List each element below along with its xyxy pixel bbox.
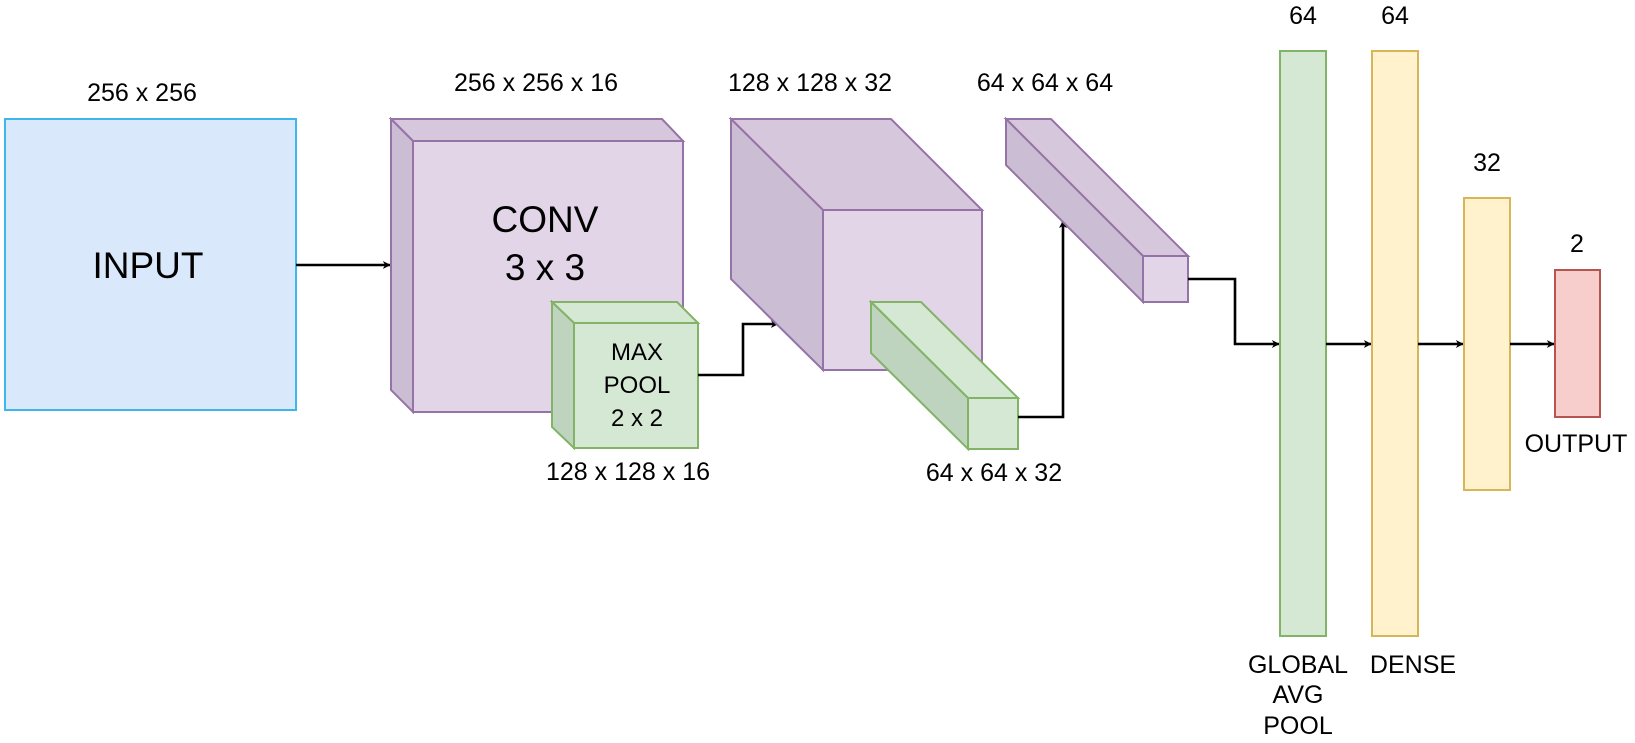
dense1-block: 64 DENSE: [1370, 2, 1456, 679]
conv1-label-line2: 3 x 3: [505, 247, 585, 288]
conv1-side-face: [390, 116, 414, 415]
input-block: INPUT 256 x 256: [5, 79, 296, 410]
dense1-rect: [1371, 50, 1419, 637]
conv3-block: 64 x 64 x 64: [977, 69, 1191, 305]
conv1-label-line1: CONV: [492, 199, 599, 240]
arrow-conv3-to-gap: [1188, 277, 1280, 348]
global-avg-pool-label-line3: POOL: [1263, 712, 1333, 740]
global-avg-pool-label-line1: GLOBAL: [1248, 651, 1348, 679]
arrow-pool2-to-conv3: [1018, 220, 1067, 419]
pool2-dims-label: 64 x 64 x 32: [926, 459, 1062, 487]
pool1-block: MAX POOL 2 x 2 128 x 128 x 16: [546, 299, 710, 486]
pool1-front-face: [573, 322, 699, 449]
dense1-units: 64: [1381, 2, 1409, 30]
input-rect: [5, 119, 296, 410]
arrow-pool-to-conv2: [698, 320, 779, 377]
pool1-label-line3: 2 x 2: [611, 405, 663, 432]
dense2-units: 32: [1473, 149, 1501, 177]
pool1-dims-label: 128 x 128 x 16: [546, 458, 710, 486]
conv3-front-face: [1142, 255, 1189, 303]
pool1-side-face: [551, 299, 575, 451]
output-rect: [1554, 269, 1601, 418]
global-avg-pool-label-line2: AVG: [1273, 681, 1324, 709]
global-avg-pool-block: 64 GLOBAL AVG POOL: [1248, 2, 1348, 740]
conv3-dims-label: 64 x 64 x 64: [977, 69, 1113, 97]
conv1-dims-label: 256 x 256 x 16: [454, 69, 618, 97]
pool1-top-face: [549, 301, 701, 324]
global-avg-pool-rect: [1279, 50, 1327, 637]
input-label: INPUT: [93, 245, 204, 286]
dense2-block: 32: [1463, 149, 1511, 491]
output-label: OUTPUT: [1525, 430, 1628, 458]
output-units: 2: [1570, 230, 1584, 258]
conv1-top-face: [388, 118, 686, 142]
dense2-rect: [1463, 197, 1511, 491]
conv2-block: 128 x 128 x 32: [728, 69, 985, 373]
pool2-block: 64 x 64 x 32: [868, 299, 1062, 487]
pool1-label-line2: POOL: [604, 372, 671, 399]
global-avg-pool-units: 64: [1289, 2, 1317, 30]
conv2-dims-label: 128 x 128 x 32: [728, 69, 892, 97]
input-dims-label: 256 x 256: [87, 79, 197, 107]
output-block: 2 OUTPUT: [1525, 230, 1628, 458]
dense1-label: DENSE: [1370, 651, 1456, 679]
pool2-front-face: [967, 397, 1019, 450]
pool1-label-line1: MAX: [611, 339, 663, 366]
